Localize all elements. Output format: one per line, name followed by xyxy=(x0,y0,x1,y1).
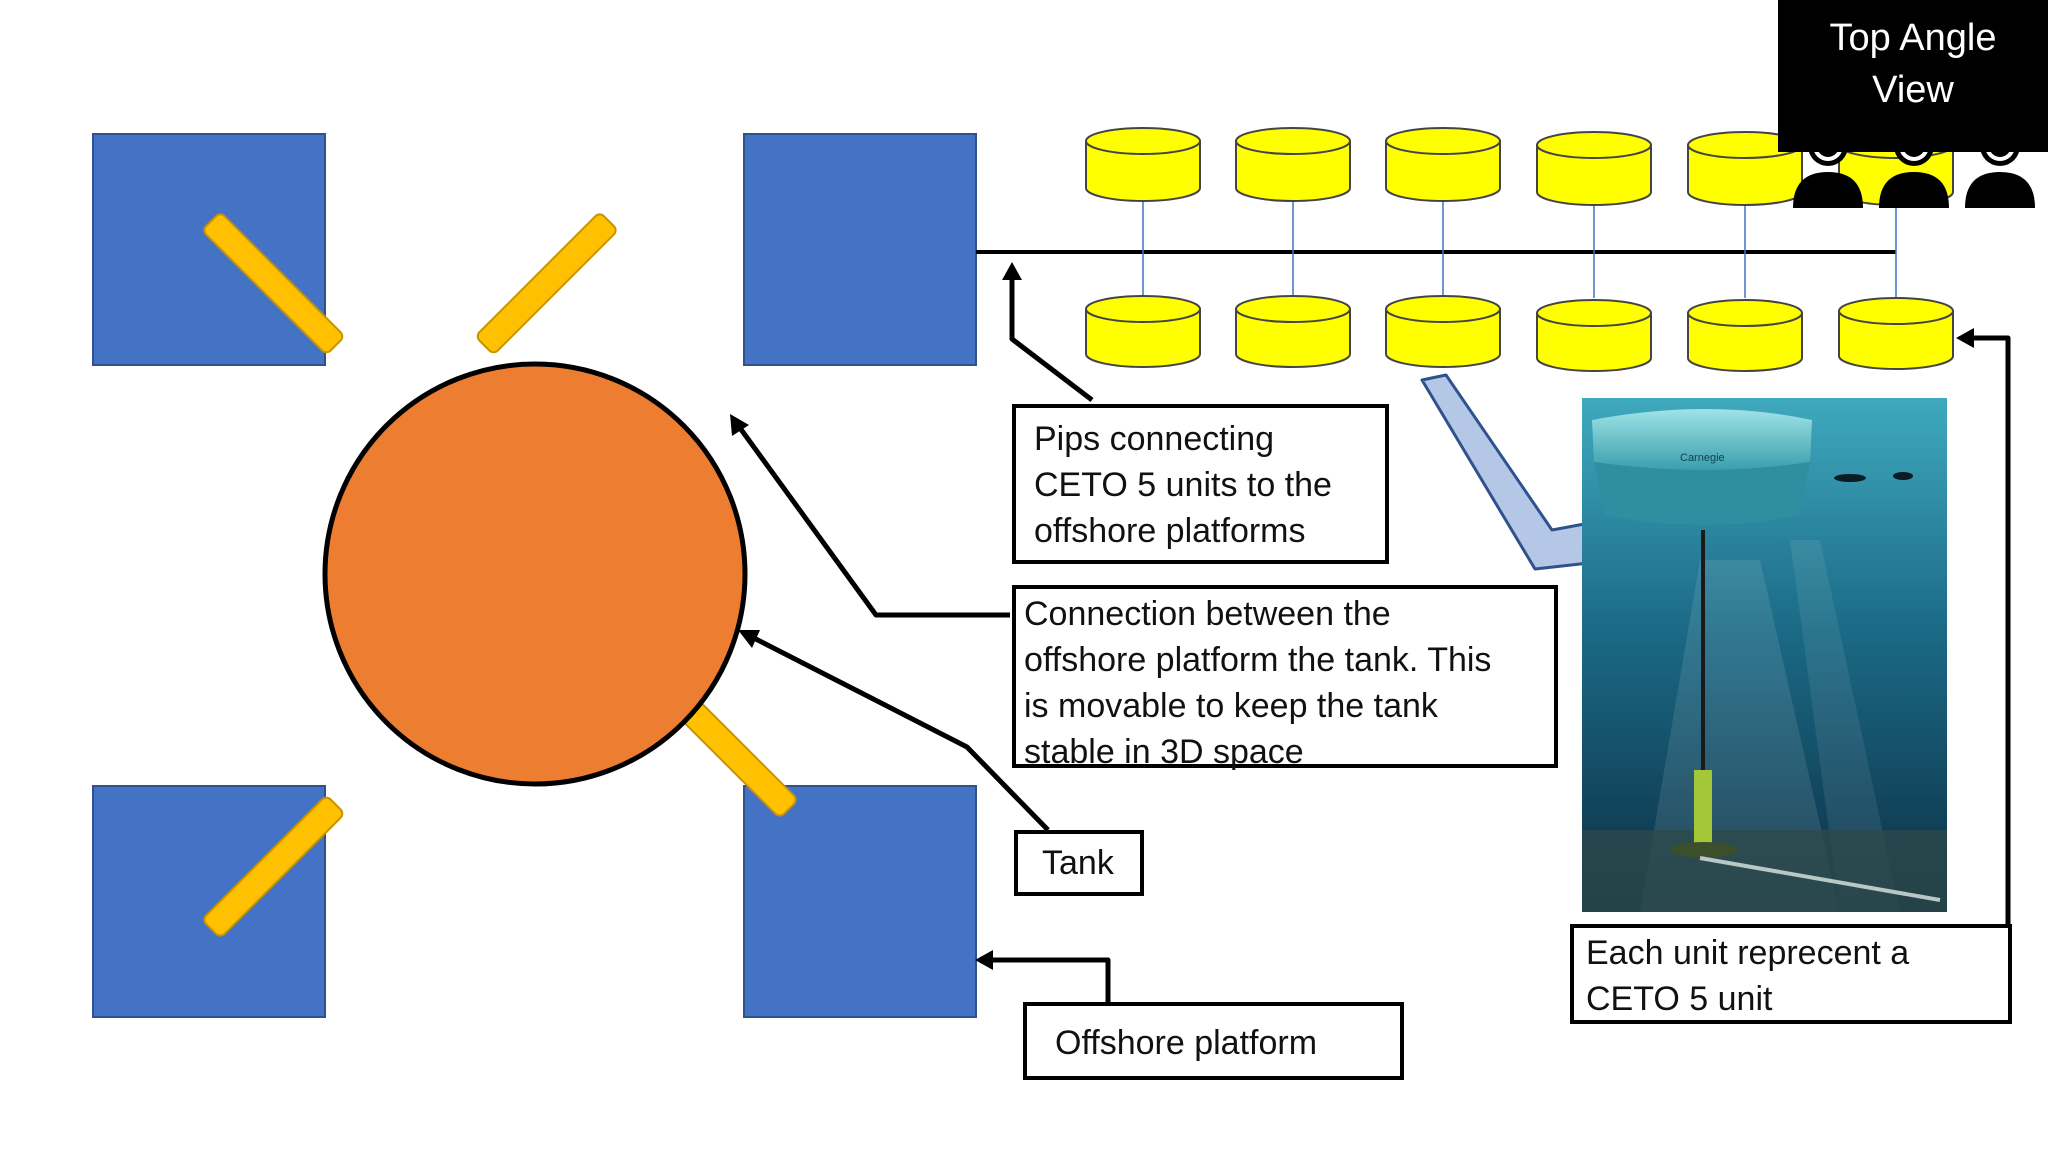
offshore-platform-label: Offshore platform xyxy=(1023,1002,1404,1080)
arm-bottom-left xyxy=(203,796,344,937)
ceto-unit-top-1 xyxy=(1085,127,1201,202)
pipes-label: Pips connecting CETO 5 units to the offs… xyxy=(1012,404,1389,564)
view-title: Top Angle View xyxy=(1778,0,2048,152)
tank-label: Tank xyxy=(1014,830,1144,896)
svg-text:Carnegie: Carnegie xyxy=(1680,452,1725,464)
ceto-unit-top-2 xyxy=(1235,127,1351,202)
ceto-photo: Carnegie xyxy=(1582,398,1947,912)
platform-top-left xyxy=(92,133,326,366)
arrow-to-pipe xyxy=(1009,272,1094,402)
platform-top-right xyxy=(743,133,977,366)
ceto-unit-bottom-6 xyxy=(1838,297,1954,370)
platform-bottom-left xyxy=(92,785,326,1018)
ceto-unit-bottom-2 xyxy=(1235,295,1351,368)
arm-top-left xyxy=(203,213,344,354)
arm-top-right xyxy=(476,213,617,354)
platform-bottom-right xyxy=(743,785,977,1018)
ceto-unit-top-4 xyxy=(1536,131,1652,206)
connection-label: Connection between the offshore platform… xyxy=(1012,585,1558,771)
ceto-unit-bottom-1 xyxy=(1085,295,1201,368)
tank-circle xyxy=(322,361,748,787)
ceto-unit-top-3 xyxy=(1385,127,1501,202)
ceto-unit-bottom-4 xyxy=(1536,299,1652,372)
arrow-to-arm xyxy=(737,426,1010,618)
arrow-to-tank xyxy=(748,633,1050,832)
ceto-unit-bottom-5 xyxy=(1687,299,1803,372)
arrow-to-ceto-unit xyxy=(1966,335,2011,930)
ceto-unit-label: Each unit reprecent a CETO 5 unit xyxy=(1570,924,2012,1024)
ceto-unit-bottom-3 xyxy=(1385,295,1501,368)
arrow-to-platform xyxy=(985,957,1111,1002)
